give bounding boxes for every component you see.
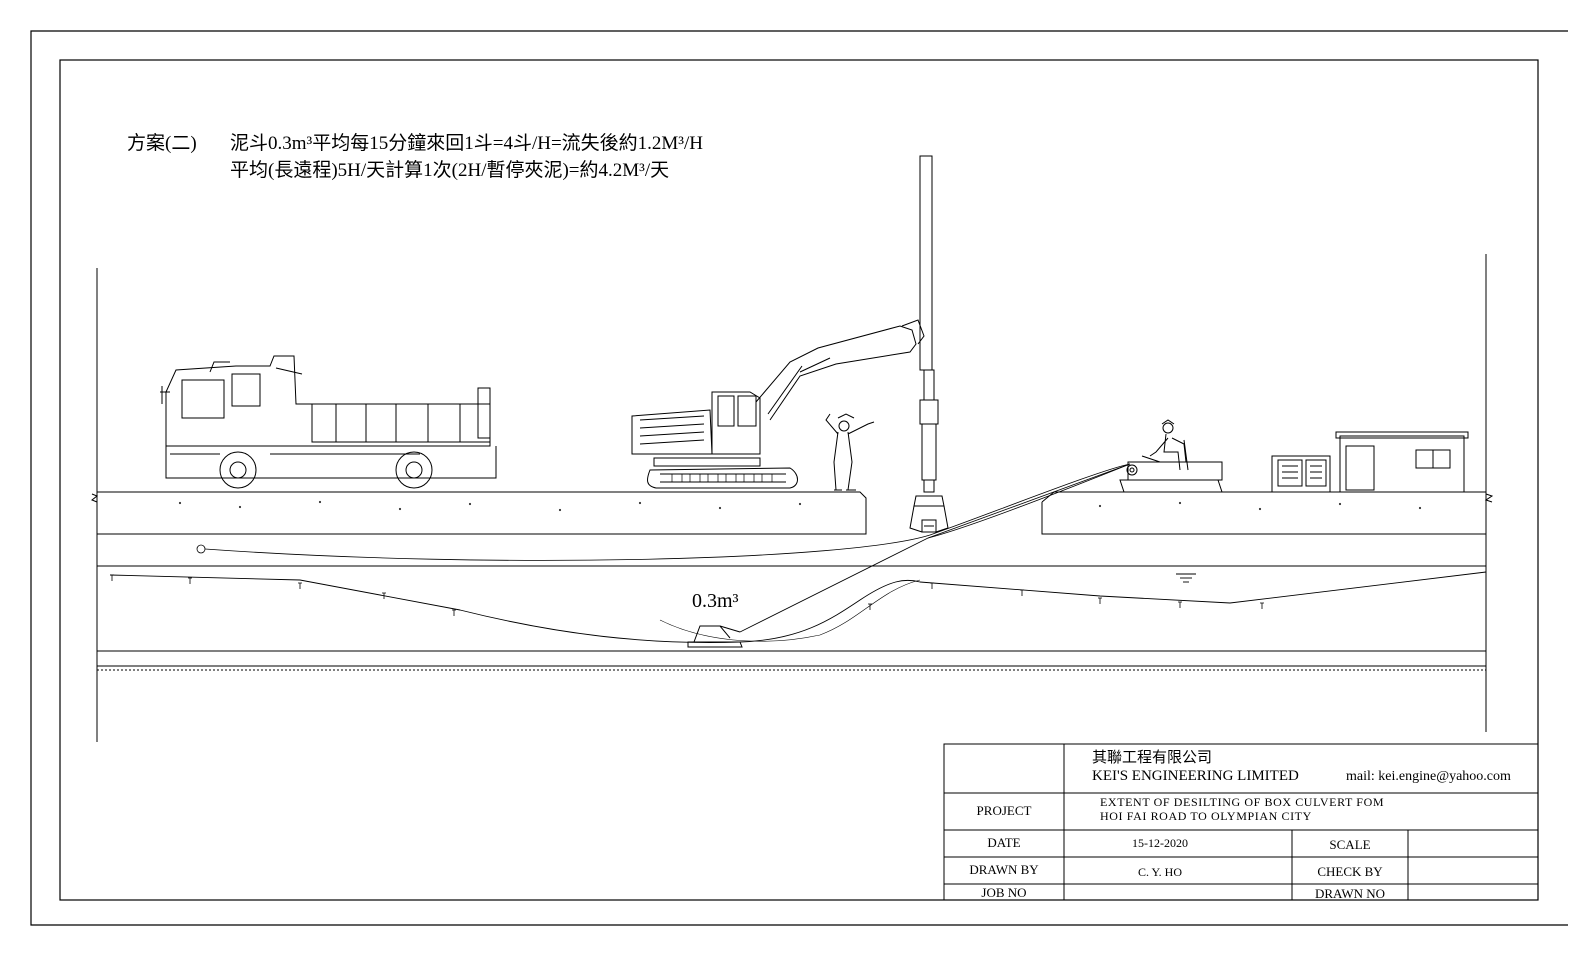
title-block-text: 其聯工程有限公司 KEI'S ENGINEERING LIMITED mail:… bbox=[969, 749, 1511, 901]
company-email: mail: kei.engine@yahoo.com bbox=[1346, 769, 1511, 784]
title-block bbox=[943, 743, 1539, 901]
scheme-line-2: 平均(長遠程)5H/天計算1次(2H/暫停夾泥)=約4.2M³/天 bbox=[230, 159, 669, 181]
check-by-label: CHECK BY bbox=[1317, 864, 1383, 879]
generator-icon bbox=[1271, 455, 1331, 493]
water-level-icon bbox=[1176, 573, 1196, 583]
dump-truck-icon bbox=[160, 355, 497, 489]
job-no-label: JOB NO bbox=[981, 885, 1026, 900]
winch-cables bbox=[196, 463, 1131, 633]
scale-label: SCALE bbox=[1329, 837, 1370, 852]
drawn-by-value: C. Y. HO bbox=[1138, 865, 1182, 879]
scheme-label: 方案(二) bbox=[127, 132, 197, 154]
drawn-no-label: DRAWN NO bbox=[1315, 886, 1385, 901]
box-culvert-section bbox=[91, 254, 1494, 742]
site-office-icon bbox=[1335, 431, 1469, 493]
winch-operator-icon bbox=[1119, 419, 1223, 493]
project-title-line-2: HOI FAI ROAD TO OLYMPIAN CITY bbox=[1100, 809, 1312, 823]
outer-border bbox=[30, 30, 1568, 926]
company-name-cn: 其聯工程有限公司 bbox=[1092, 749, 1212, 766]
silt-bucket-icon bbox=[687, 625, 743, 648]
project-label: PROJECT bbox=[977, 803, 1032, 818]
scheme-notes: 方案(二) 泥斗0.3m³平均每15分鐘來回1斗=4斗/H=流失後約1.2M³/… bbox=[127, 132, 703, 181]
clamshell-grab-icon bbox=[909, 155, 949, 533]
drawn-by-label: DRAWN BY bbox=[969, 862, 1039, 877]
excavator-icon bbox=[631, 319, 925, 489]
signalman-icon bbox=[825, 413, 875, 491]
project-title-line-1: EXTENT OF DESILTING OF BOX CULVERT FOM bbox=[1100, 795, 1384, 809]
date-label: DATE bbox=[987, 835, 1020, 850]
scheme-line-1: 泥斗0.3m³平均每15分鐘來回1斗=4斗/H=流失後約1.2M³/H bbox=[230, 132, 703, 154]
silt-profile bbox=[109, 571, 1487, 643]
bucket-capacity-label: 0.3m³ bbox=[692, 590, 739, 612]
company-name-en: KEI'S ENGINEERING LIMITED bbox=[1092, 768, 1299, 784]
date-value: 15-12-2020 bbox=[1132, 836, 1188, 850]
inner-border bbox=[59, 59, 1539, 901]
